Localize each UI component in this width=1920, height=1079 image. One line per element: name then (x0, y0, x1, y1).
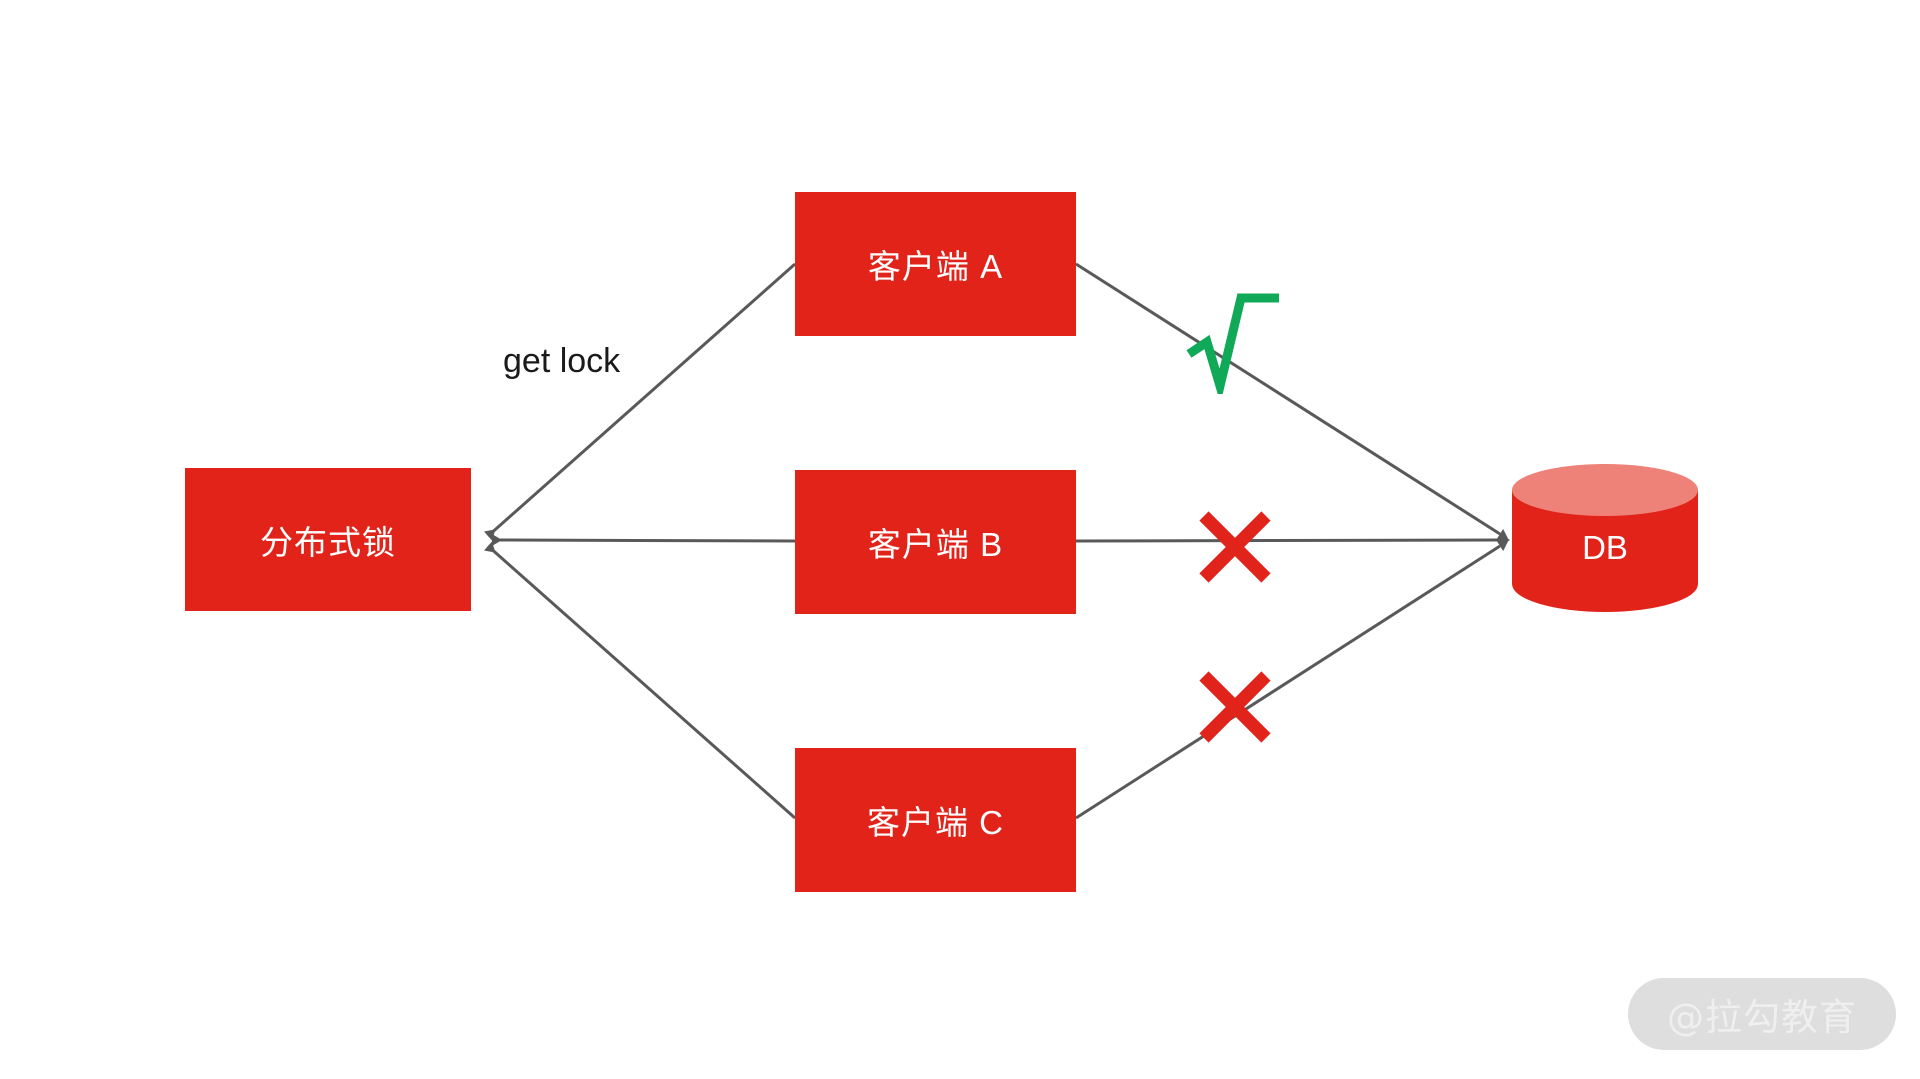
green-check-icon (1185, 282, 1281, 404)
node-client-c[interactable]: 客户端 C (795, 748, 1076, 892)
watermark-text: @拉勾教育 (1667, 996, 1857, 1039)
node-database-cylinder[interactable]: DB (1510, 462, 1700, 612)
red-cross-icon-client-c (1196, 668, 1274, 746)
node-client-a[interactable]: 客户端 A (795, 192, 1076, 336)
node-client-a-label: 客户端 A (867, 248, 1004, 285)
edge-clientA-db (1075, 262, 1509, 540)
edge-clientB-db (1075, 534, 1510, 546)
edge-lock-clientA (484, 262, 796, 541)
database-cylinder-icon (1512, 464, 1698, 612)
edge-label-get-lock: get lock (503, 342, 621, 380)
node-client-b[interactable]: 客户端 B (795, 470, 1076, 614)
node-distributed-lock-label: 分布式锁 (260, 523, 396, 561)
edge-lock-clientB (491, 534, 796, 546)
edge-lock-clientC (484, 541, 796, 820)
node-distributed-lock[interactable]: 分布式锁 (185, 468, 471, 611)
watermark-badge: @拉勾教育 (1628, 978, 1896, 1050)
edge-clientC-db (1075, 540, 1509, 820)
node-client-b-label: 客户端 B (867, 526, 1004, 563)
red-cross-icon-client-b (1196, 508, 1274, 586)
node-client-c-label: 客户端 C (867, 804, 1004, 841)
